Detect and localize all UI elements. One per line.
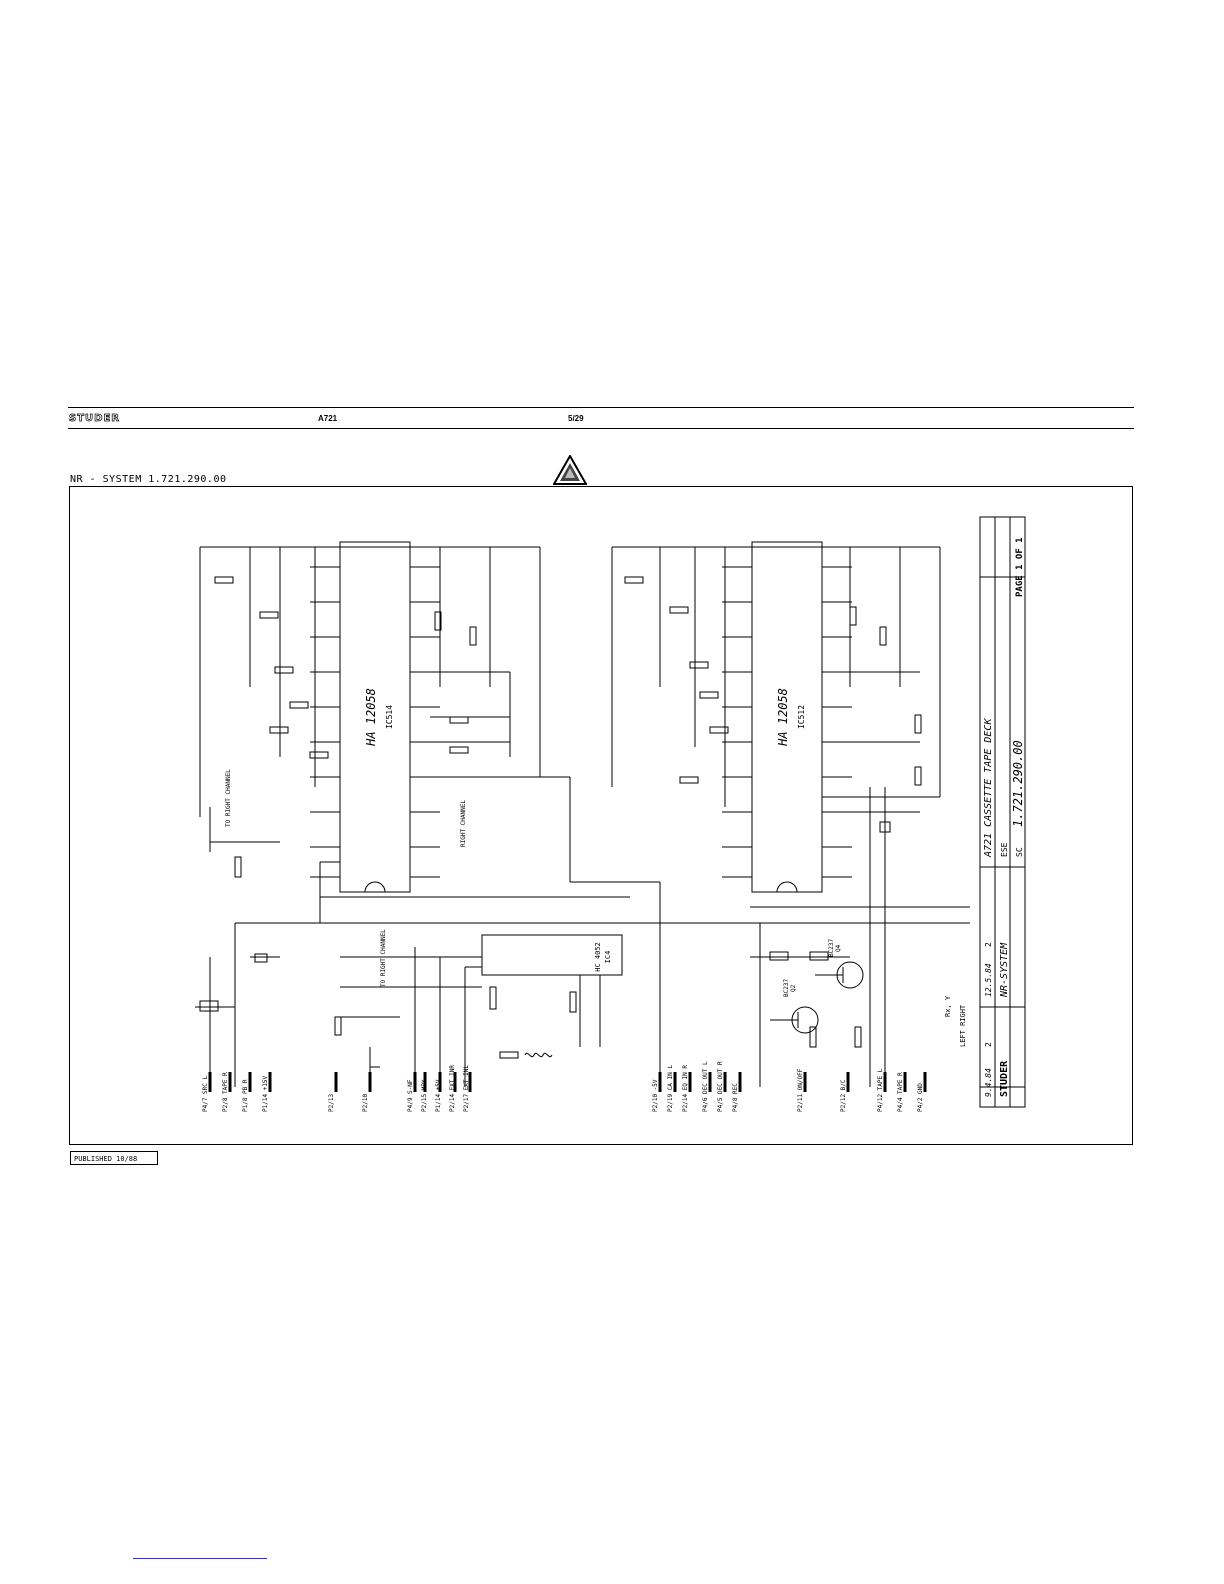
ic-switch-ref: IC4 xyxy=(604,951,612,964)
title-block-page: PAGE 1 OF 1 xyxy=(1015,537,1025,597)
schematic-drawing: HA 12058 IC514 HA 12058 IC512 HC 4052 IC… xyxy=(195,516,1026,1112)
title-block-date1: 9.4.84 xyxy=(984,1068,993,1097)
title-block-product: A721 CASSETTE TAPE DECK xyxy=(983,718,994,858)
connector-label: P4/4 TAPE R xyxy=(897,1072,904,1112)
connector-label: P4/12 TAPE L xyxy=(877,1068,884,1112)
annotation-rxy: Rx, Y xyxy=(944,995,952,1017)
connector-label: P2/12 B/C xyxy=(840,1079,847,1112)
schematic-frame: HA 12058 IC514 HA 12058 IC512 HC 4052 IC… xyxy=(69,486,1133,1145)
title-block-date2: 12.5.84 xyxy=(984,963,993,997)
connector-label: P4/2 GND xyxy=(917,1083,924,1112)
connector-label: P4/8 REC xyxy=(732,1083,739,1112)
header-bottom-rule xyxy=(68,428,1134,429)
header-brand-logo: STUDER xyxy=(69,413,120,425)
annotation-to-right-channel-1: TO RIGHT CHANNEL xyxy=(225,769,232,827)
transistor-q2-type: BC237 xyxy=(783,979,790,997)
ic-switch-body xyxy=(481,934,623,976)
header-model: A721 xyxy=(318,414,338,423)
connector-label: P1/8 PB R xyxy=(242,1079,249,1112)
connector-label: P2/11 ON/OFF xyxy=(797,1068,804,1112)
connector-label: P2/10 xyxy=(362,1094,369,1112)
transistor-q4-ref: Q4 xyxy=(835,944,842,952)
title-block-frame xyxy=(979,516,1026,1108)
title-block-rev1: 2 xyxy=(984,1042,993,1047)
annotation-to-right-channel-2: TO RIGHT CHANNEL xyxy=(380,929,387,987)
connector-label: P4/9 S-NF xyxy=(407,1079,414,1112)
connector-label: P2/15 MPX xyxy=(421,1079,428,1112)
title-block-sc: SC xyxy=(1015,847,1024,857)
connector-label: P2/8 TAPE R xyxy=(222,1072,229,1112)
title-block-brand: STUDER xyxy=(999,1060,1010,1097)
left-connector-labels: P4/7 SRC L P2/8 TAPE R P1/8 PB R P1/14 +… xyxy=(202,1065,470,1112)
connector-label: P2/10 -5V xyxy=(652,1079,659,1112)
connector-label: P1/14 +5V xyxy=(435,1079,442,1112)
ic-switch-part: HC 4052 xyxy=(594,942,602,972)
footer-rule xyxy=(133,1558,267,1559)
transistor-q4-type: BC237 xyxy=(828,939,835,957)
connector-label: P2/14 EQ IN R xyxy=(682,1065,689,1112)
connector-label: P1/14 +15V xyxy=(262,1075,269,1112)
annotation-left-right: LEFT RIGHT xyxy=(959,1004,967,1047)
header-page-number: 5/29 xyxy=(568,414,584,423)
connector-label: P4/6 DEC OUT L xyxy=(702,1061,709,1112)
annotation-right-channel: RIGHT CHANNEL xyxy=(460,800,467,847)
connector-label: P4/5 DEC OUT R xyxy=(717,1061,724,1112)
published-stamp: PUBLISHED 10/88 xyxy=(70,1151,158,1165)
title-block-rev2: 2 xyxy=(984,942,993,947)
connector-label: P2/14 EXT INR xyxy=(449,1065,456,1112)
ic-left-body xyxy=(339,541,411,893)
transistor-q2-ref: Q2 xyxy=(790,984,797,992)
ic-left-ref: IC514 xyxy=(385,705,394,729)
connector-label: P2/13 xyxy=(328,1094,335,1112)
title-block-number: 1.721.290.00 xyxy=(1011,740,1025,827)
right-connector-labels: P2/10 -5V P2/19 CA IN L P2/14 EQ IN R P4… xyxy=(652,1061,924,1112)
connector-label: P2/17 EXT INL xyxy=(463,1065,470,1112)
ic-left-part: HA 12058 xyxy=(364,688,378,747)
ic-right-ref: IC512 xyxy=(797,705,806,729)
title-block-subtitle: NR-SYSTEM xyxy=(999,942,1010,998)
ic-right-part: HA 12058 xyxy=(776,688,790,747)
header-top-rule xyxy=(68,407,1134,408)
document-title: NR - SYSTEM 1.721.290.00 xyxy=(70,474,227,485)
ic-right-body xyxy=(751,541,823,893)
connector-label: P4/7 SRC L xyxy=(202,1075,209,1112)
title-block-drawing-code: ESE xyxy=(1000,842,1009,857)
connector-label: P2/19 CA IN L xyxy=(667,1065,674,1112)
warning-triangle-icon xyxy=(553,455,587,485)
